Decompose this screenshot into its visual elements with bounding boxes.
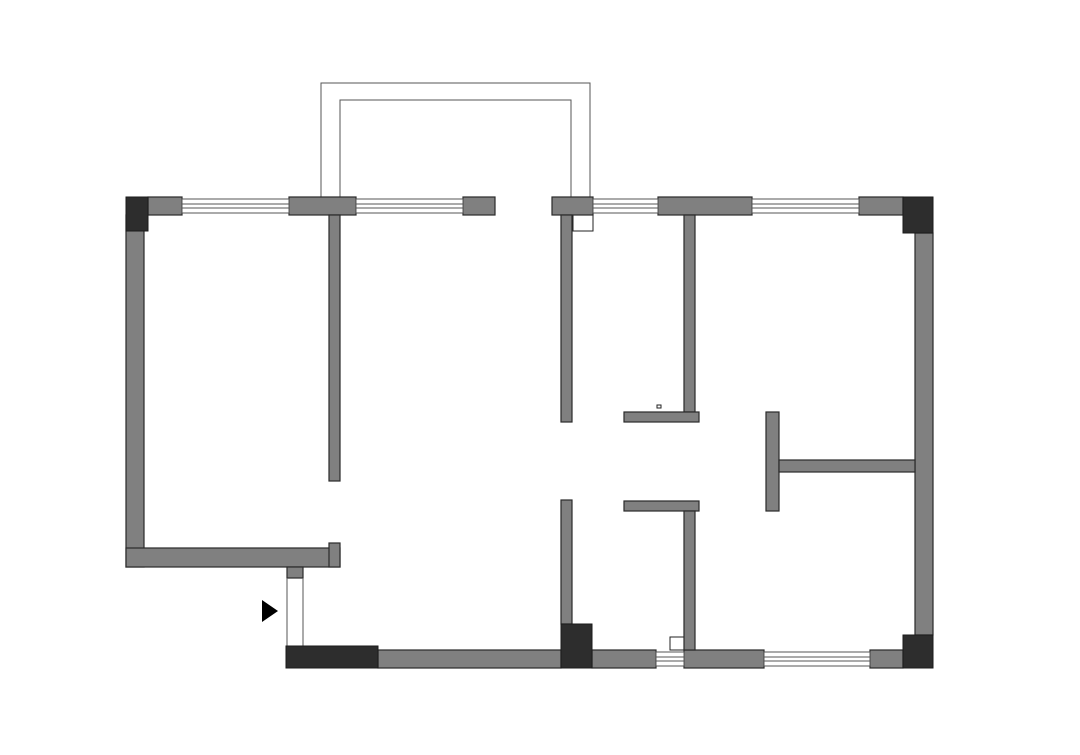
wall-segment: [328, 542, 341, 568]
wall-segment: [551, 196, 594, 216]
wall-outlet-mark: [656, 404, 662, 409]
wall-segment: [286, 566, 304, 579]
window-top-right: [751, 198, 860, 214]
window-bottom-small: [655, 651, 685, 667]
wall-segment: [462, 196, 496, 216]
entrance-opening: [262, 578, 304, 646]
column-top-left: [125, 196, 149, 232]
interior-wall-closet-vertical: [765, 411, 780, 512]
wall-segment: [858, 196, 904, 216]
right-wall: [914, 232, 934, 636]
entrance-arrow-icon: [262, 600, 278, 622]
left-wall: [125, 214, 341, 579]
window-top-middle: [355, 198, 464, 214]
column-top-right: [902, 196, 934, 234]
interior-wall-center-upper: [560, 214, 573, 423]
window-top-left: [181, 198, 290, 214]
interior-wall-bath-lower-horizontal: [623, 500, 700, 512]
interior-wall-left-room: [328, 214, 341, 482]
wall-segment: [288, 196, 357, 216]
interior-wall-bath-upper-horizontal: [623, 411, 700, 423]
column-bottom-center: [560, 623, 593, 669]
small-fixture-bottom: [669, 636, 685, 651]
column-bottom-left: [285, 645, 379, 669]
wall-segment: [377, 649, 562, 669]
top-wall: [147, 196, 904, 216]
interior-wall-center-lower: [560, 499, 573, 625]
wall-segment: [125, 214, 145, 568]
wall-segment: [869, 649, 904, 669]
wall-segment: [683, 649, 765, 669]
columns: [125, 196, 934, 669]
interior-walls: [328, 214, 916, 651]
interior-wall-bath-lower-vertical: [683, 510, 696, 651]
wall-segment: [125, 547, 341, 568]
wall-segment: [147, 196, 183, 216]
wall-segment: [591, 649, 657, 669]
interior-wall-bath-upper-vertical: [683, 214, 696, 413]
small-fixture-top: [572, 214, 594, 232]
wall-segment: [657, 196, 753, 216]
column-bottom-right: [902, 634, 934, 669]
interior-wall-bedroom-divider: [778, 459, 916, 473]
window-top-right-small: [592, 198, 659, 214]
window-bottom-right: [763, 651, 871, 667]
